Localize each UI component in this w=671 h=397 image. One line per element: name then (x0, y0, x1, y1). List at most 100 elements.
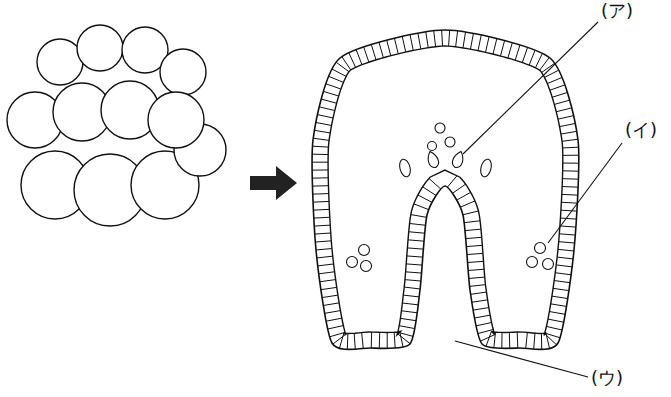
cell-wall (410, 223, 426, 225)
free-cell (543, 259, 554, 270)
cell-wall (406, 264, 422, 265)
cell-wall (501, 332, 502, 348)
cell-wall (329, 76, 344, 82)
cell-wall (558, 249, 574, 251)
cell-wall (562, 139, 578, 141)
cell-wall (333, 334, 346, 344)
cell-wall (541, 333, 542, 349)
cell-wall (318, 264, 334, 266)
cell-wall (323, 91, 338, 96)
free-cell (398, 158, 412, 178)
cell-wall (356, 50, 362, 65)
free-cell (527, 257, 538, 268)
cell-wall (429, 178, 441, 189)
cell-wall (546, 326, 562, 330)
cell-wall (562, 186, 578, 188)
cell-wall (560, 226, 576, 227)
blastomere (160, 49, 206, 95)
cell-wall (342, 57, 351, 70)
leader-line (463, 22, 598, 154)
leader-line (548, 143, 622, 243)
cell-wall (426, 32, 428, 48)
cell-wall (402, 36, 405, 52)
part-label: (ア) (600, 0, 634, 22)
cell-wall (347, 333, 349, 349)
cell-wall (466, 245, 482, 246)
cell-wall (508, 43, 512, 58)
cell-wall (473, 308, 489, 311)
cell-wall (371, 45, 376, 60)
cell-wall (486, 331, 491, 346)
cell-wall (312, 154, 328, 155)
cell-wall (441, 30, 443, 46)
cell-wall (328, 326, 344, 330)
cell-wall (559, 242, 575, 243)
cell-wall (414, 204, 429, 210)
cell-wall (326, 318, 342, 321)
cell-wall (563, 155, 579, 156)
cell-wall (313, 193, 329, 195)
cell-wall (313, 138, 329, 140)
cell-wall (522, 47, 527, 62)
cell-walls (312, 30, 579, 349)
cell-wall (476, 323, 492, 326)
cell-wall (552, 92, 567, 97)
cell-wall (379, 332, 381, 348)
cell-wall (394, 332, 395, 348)
cell-wall (387, 332, 388, 348)
cell-wall (558, 116, 574, 119)
free-cell (479, 158, 493, 178)
cell-wall (410, 35, 413, 51)
cell-wall (349, 53, 356, 68)
cell-wall (560, 218, 576, 219)
cell-wall (563, 163, 579, 164)
blastocoel-outline (328, 46, 563, 335)
cell-wall (401, 311, 417, 313)
cell-wall (470, 33, 473, 49)
part-label: (ウ) (590, 367, 624, 389)
cell-wall (332, 69, 346, 76)
cell-wall (321, 287, 337, 289)
cell-wall (554, 281, 570, 283)
cell-wall (534, 333, 535, 349)
cell-wall (474, 315, 490, 318)
free-cell (435, 123, 445, 133)
part-label: (イ) (624, 119, 658, 141)
cell-wall (452, 184, 465, 193)
embryo-outline (312, 30, 579, 349)
cell-wall (394, 38, 398, 54)
cell-wall (515, 45, 520, 60)
cell-wall (561, 131, 577, 134)
cell-wall (317, 256, 333, 258)
cell-wall (560, 123, 576, 126)
cell-wall (471, 292, 487, 294)
cell-wall (549, 312, 565, 315)
cell-wall (556, 265, 572, 267)
cell-wall (402, 303, 418, 305)
cell-wall (563, 147, 579, 149)
cell-wall (554, 100, 569, 104)
cell-wall (557, 257, 573, 259)
cell-wall (315, 233, 331, 234)
cell-wall (563, 170, 579, 171)
free-cell (359, 245, 370, 256)
cell-wall (400, 332, 403, 348)
mesoderm-cells (347, 123, 554, 272)
free-cell (347, 257, 358, 268)
migrating-cell (451, 150, 466, 169)
cell-wall (314, 225, 330, 227)
cell-wall (529, 50, 535, 65)
cell-wall (312, 146, 328, 148)
cell-wall (464, 221, 480, 223)
cell-wall (398, 334, 411, 344)
cell-wall (406, 272, 422, 273)
cell-wall (434, 31, 436, 47)
leader-line (455, 341, 588, 377)
cell-wall (463, 211, 479, 215)
cell-wall (316, 122, 332, 125)
cell-wall (466, 237, 482, 238)
cell-wall (559, 234, 575, 235)
gastrula-section (312, 30, 579, 349)
cell-wall (354, 333, 355, 349)
